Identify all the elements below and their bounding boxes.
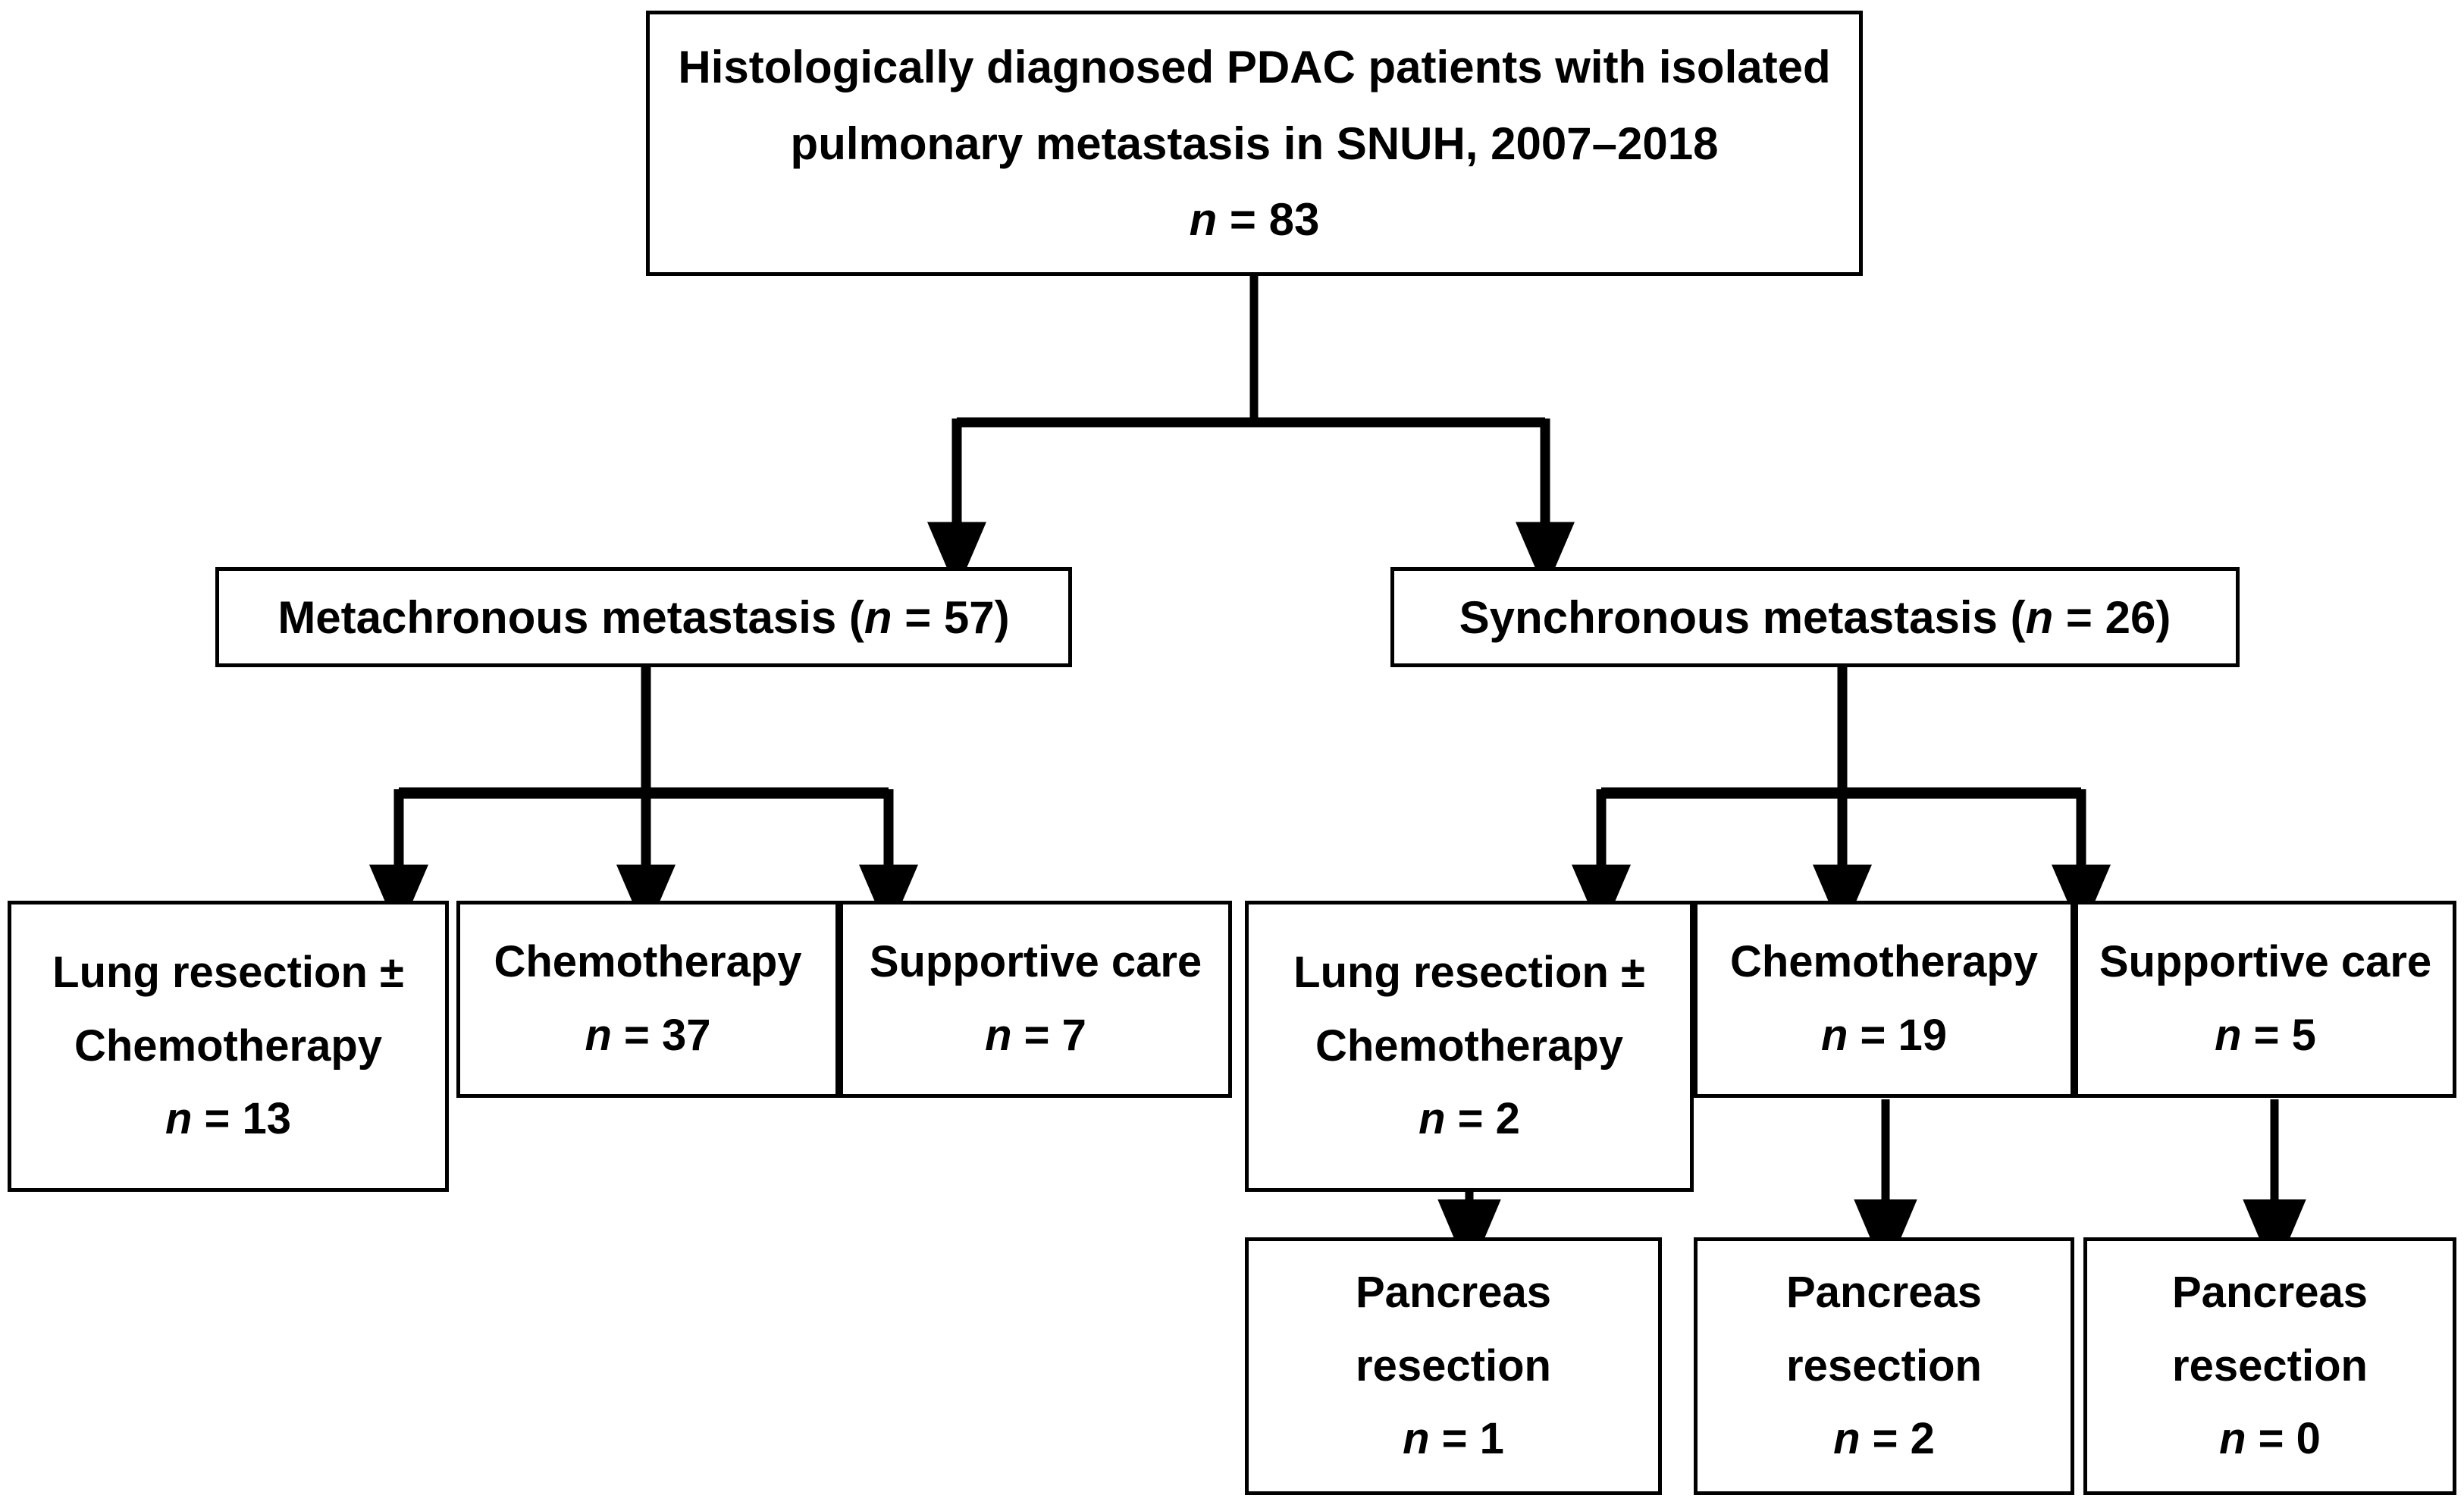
panc2-n-value: = 2 [1860, 1414, 1935, 1464]
panc1-n-value: = 1 [1429, 1414, 1504, 1464]
synchronous-text-before: Synchronous metastasis ( [1459, 591, 2026, 643]
syn-lung-count: n = 2 [1249, 1096, 1690, 1143]
panc3-n-value: = 0 [2246, 1414, 2321, 1464]
meta-chemo-count: n = 37 [460, 1010, 835, 1060]
meta-lung-n-value: = 13 [192, 1094, 292, 1144]
panc3-count: n = 0 [2087, 1416, 2453, 1463]
meta-support-line-1: Supportive care [869, 937, 1202, 987]
panc3-n-symbol: n [2219, 1414, 2246, 1464]
root-line-1: Histologically diagnosed PDAC patients w… [678, 42, 1831, 93]
node-synchronous-lung-resection[interactable]: Lung resection ± Chemotherapy n = 2 [1245, 901, 1694, 1192]
meta-support-n-symbol: n [985, 1010, 1012, 1060]
root-n-value: = 83 [1217, 193, 1320, 245]
panc2-line-2: resection [1786, 1340, 1982, 1390]
panc1-line-1: Pancreas [1356, 1267, 1551, 1317]
node-metachronous-supportive-care[interactable]: Supportive care n = 7 [839, 901, 1232, 1098]
panc2-count: n = 2 [1698, 1416, 2071, 1463]
node-pancreas-resection-2[interactable]: Pancreas resection n = 2 [1694, 1237, 2074, 1495]
syn-chemo-count: n = 19 [1698, 1010, 2071, 1060]
node-synchronous-supportive-care[interactable]: Supportive care n = 5 [2074, 901, 2456, 1098]
panc1-count: n = 1 [1249, 1416, 1658, 1463]
meta-support-count: n = 7 [843, 1010, 1228, 1060]
node-synchronous-metastasis[interactable]: Synchronous metastasis (n = 26) [1390, 567, 2240, 667]
metachronous-n-value: = 57) [892, 591, 1010, 643]
syn-support-line-1: Supportive care [2099, 937, 2432, 987]
node-pancreas-resection-3[interactable]: Pancreas resection n = 0 [2083, 1237, 2456, 1495]
syn-lung-line-2: Chemotherapy [1315, 1020, 1624, 1071]
meta-chemo-n-symbol: n [585, 1010, 612, 1060]
panc1-line-2: resection [1356, 1340, 1551, 1390]
meta-lung-line-1: Lung resection ± [52, 947, 404, 997]
node-synchronous-chemotherapy[interactable]: Chemotherapy n = 19 [1694, 901, 2074, 1098]
meta-lung-line-2: Chemotherapy [74, 1020, 383, 1071]
meta-chemo-line-1: Chemotherapy [494, 937, 802, 987]
root-n-symbol: n [1189, 193, 1218, 245]
syn-chemo-n-symbol: n [1820, 1010, 1848, 1060]
syn-lung-n-symbol: n [1419, 1094, 1446, 1144]
panc2-line-1: Pancreas [1786, 1267, 1982, 1317]
root-line-2: pulmonary metastasis in SNUH, 2007–2018 [790, 118, 1719, 169]
panc3-line-2: resection [2172, 1340, 2368, 1390]
node-pancreas-resection-1[interactable]: Pancreas resection n = 1 [1245, 1237, 1662, 1495]
node-metachronous-chemotherapy[interactable]: Chemotherapy n = 37 [456, 901, 839, 1098]
root-count: n = 83 [669, 196, 1839, 243]
synchronous-n-value: = 26) [2053, 591, 2171, 643]
syn-chemo-line-1: Chemotherapy [1729, 937, 2039, 987]
syn-lung-n-value: = 2 [1445, 1094, 1520, 1144]
node-root[interactable]: Histologically diagnosed PDAC patients w… [646, 11, 1863, 276]
connector-synchronous-split [1572, 667, 2111, 934]
node-metachronous-metastasis[interactable]: Metachronous metastasis (n = 57) [215, 567, 1072, 667]
metachronous-text-before: Metachronous metastasis ( [277, 591, 864, 643]
syn-support-count: n = 5 [2078, 1010, 2453, 1060]
connector-metachronous-split [369, 667, 919, 934]
metachronous-label: Metachronous metastasis (n = 57) [219, 594, 1068, 641]
meta-lung-n-symbol: n [165, 1094, 193, 1144]
synchronous-label: Synchronous metastasis (n = 26) [1394, 594, 2236, 641]
node-metachronous-lung-resection[interactable]: Lung resection ± Chemotherapy n = 13 [8, 901, 449, 1192]
syn-support-n-symbol: n [2215, 1010, 2242, 1060]
connector-root-split [927, 273, 1575, 591]
metachronous-n-symbol: n [864, 591, 892, 643]
syn-chemo-n-value: = 19 [1848, 1010, 1948, 1060]
panc1-n-symbol: n [1403, 1414, 1430, 1464]
meta-chemo-n-value: = 37 [611, 1010, 711, 1060]
syn-support-n-value: = 5 [2241, 1010, 2316, 1060]
meta-support-n-value: = 7 [1011, 1010, 1086, 1060]
panc3-line-1: Pancreas [2172, 1267, 2368, 1317]
synchronous-n-symbol: n [2025, 591, 2054, 643]
panc2-n-symbol: n [1833, 1414, 1861, 1464]
meta-lung-count: n = 13 [11, 1096, 445, 1143]
syn-lung-line-1: Lung resection ± [1293, 947, 1645, 997]
